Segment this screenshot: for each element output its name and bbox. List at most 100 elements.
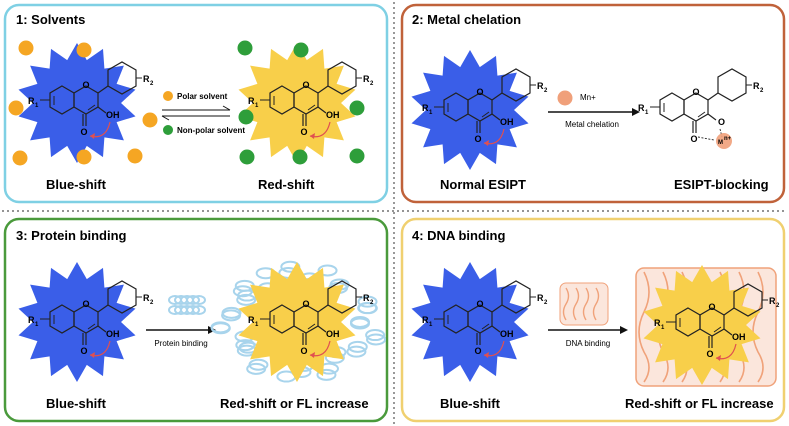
r1-subscript: 1 <box>661 325 665 331</box>
hydroxyl-label: OH <box>732 332 746 342</box>
panel-4-title: 4: DNA binding <box>412 228 505 243</box>
r1-subscript: 1 <box>35 103 39 109</box>
carbonyl-oxygen-label: O <box>690 134 697 144</box>
dna-small-strand <box>582 287 590 321</box>
panel-3-arrow-label: Protein binding <box>154 339 207 348</box>
r1-label: R <box>422 103 429 113</box>
legend-nonpolar-dot <box>163 125 173 135</box>
dna-small-strand <box>562 287 570 321</box>
r2-label: R <box>753 81 760 91</box>
r2-subscript: 2 <box>776 303 780 309</box>
metal-ion-dot <box>557 90 573 106</box>
ring-oxygen-label: O <box>302 299 309 309</box>
r1-label: R <box>654 318 661 328</box>
r1-label: R <box>422 315 429 325</box>
carbonyl-oxygen-label: O <box>706 349 713 359</box>
protein-small-icon <box>168 295 206 315</box>
nonpolar-solvent-dot <box>292 149 308 165</box>
ring-oxygen-label: O <box>476 299 483 309</box>
dna-small-box <box>559 282 609 326</box>
panel-3-left-label: Blue-shift <box>46 396 107 411</box>
panel-2-left-label: Normal ESIPT <box>440 177 526 192</box>
carbonyl-oxygen-label: O <box>474 134 481 144</box>
panel-1-right-label: Red-shift <box>258 177 315 192</box>
r2-subscript: 2 <box>370 81 374 87</box>
dna-large-strand <box>638 271 650 383</box>
carbonyl-oxygen-label: O <box>300 127 307 137</box>
r2-label: R <box>143 293 150 303</box>
polar-solvent-dot <box>127 148 143 164</box>
r2-label: R <box>537 81 544 91</box>
metal-ion-circle <box>716 133 732 149</box>
panel-1-left-label: Blue-shift <box>46 177 107 192</box>
hydroxyl-label: OH <box>326 110 340 120</box>
panel-1-blue-star <box>18 43 136 163</box>
r2-label: R <box>363 293 370 303</box>
panel-1-border <box>3 3 389 204</box>
r1-label: R <box>28 96 35 106</box>
r1-subscript: 1 <box>429 322 433 328</box>
proton-transfer-arrowhead <box>716 355 721 361</box>
dna-small-strand <box>592 287 600 321</box>
r1-label: R <box>248 315 255 325</box>
r2-subscript: 2 <box>370 300 374 306</box>
legend-polar-dot <box>163 91 173 101</box>
polar-solvent-dot <box>76 42 92 58</box>
r1-subscript: 1 <box>255 103 259 109</box>
legend-nonpolar-label: Non-polar solvent <box>177 126 245 135</box>
chelation-bond <box>719 128 723 138</box>
hydroxyl-label: OH <box>106 110 120 120</box>
carbonyl-oxygen-label: O <box>80 346 87 356</box>
panel-2-arrow-label: Metal chelation <box>565 120 619 129</box>
chelation-bond <box>697 136 715 141</box>
nonpolar-solvent-dot <box>349 148 365 164</box>
proton-transfer-arrowhead <box>90 133 95 139</box>
r1-label: R <box>28 315 35 325</box>
polar-solvent-dot <box>12 150 28 166</box>
panel-4-arrow-label: DNA binding <box>566 339 610 348</box>
r2-subscript: 2 <box>150 300 154 306</box>
panel-2-right-label: ESIPT-blocking <box>674 177 769 192</box>
r2-label: R <box>769 296 776 306</box>
r1-subscript: 1 <box>35 322 39 328</box>
r2-label: R <box>537 293 544 303</box>
r2-subscript: 2 <box>150 81 154 87</box>
hydroxyl-label: OH <box>326 329 340 339</box>
panel-2-arrow-head <box>632 108 640 116</box>
hydroxyl-label: OH <box>106 329 120 339</box>
r2-subscript: 2 <box>544 300 548 306</box>
dna-small-strand <box>572 287 580 321</box>
carbonyl-oxygen-label: O <box>80 127 87 137</box>
nonpolar-solvent-dot <box>239 149 255 165</box>
r2-subscript: 2 <box>544 88 548 94</box>
r2-label: R <box>143 74 150 84</box>
panel-3-border <box>3 217 389 423</box>
panel-4-border <box>400 217 786 423</box>
legend-polar-label: Polar solvent <box>177 92 228 101</box>
metal-charge-label: n+ <box>724 136 732 142</box>
panel-3-right-label: Red-shift or FL increase <box>220 396 369 411</box>
proton-transfer-arrowhead <box>90 352 95 358</box>
panel-2-title: 2: Metal chelation <box>412 12 521 27</box>
ring-oxygen-label: O <box>708 302 715 312</box>
hydroxyl-label: OH <box>500 329 514 339</box>
panel-4-left-label: Blue-shift <box>440 396 501 411</box>
equilibrium-arrowhead-bottom <box>161 115 170 121</box>
r1-subscript: 1 <box>429 110 433 116</box>
proton-transfer-arrowhead <box>310 133 315 139</box>
carbonyl-oxygen-label: O <box>474 346 481 356</box>
panel-1-title: 1: Solvents <box>16 12 85 27</box>
r2-label: R <box>363 74 370 84</box>
metal-ion-label: Mn+ <box>580 93 596 102</box>
panel-1-yellow-star <box>238 43 356 163</box>
panel-2-border <box>400 3 786 204</box>
equilibrium-arrowhead-top <box>222 105 231 111</box>
